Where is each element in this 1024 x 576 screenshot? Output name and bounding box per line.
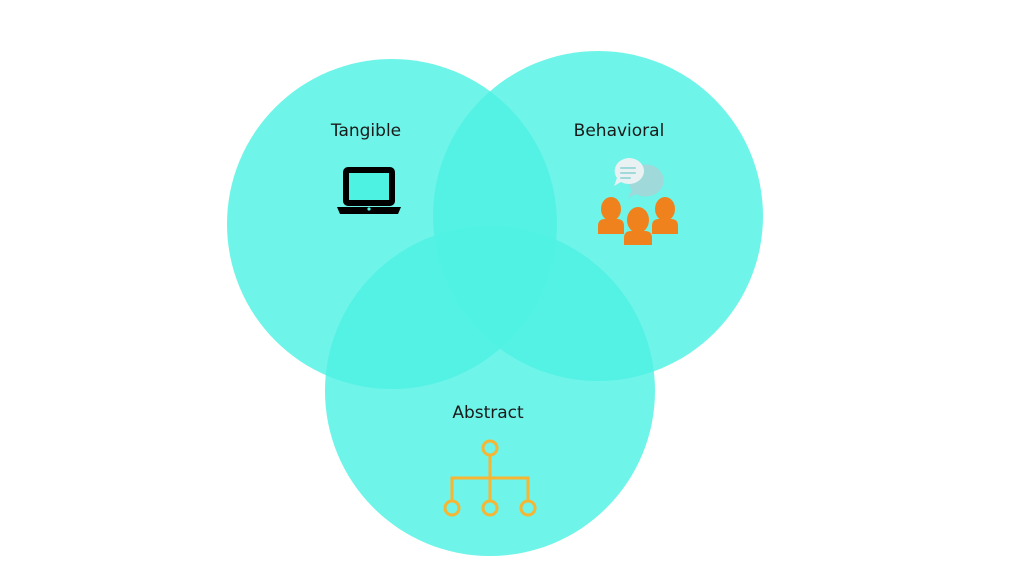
- label-behavioral: Behavioral: [574, 121, 665, 141]
- label-tangible: Tangible: [330, 121, 401, 141]
- people-chat-icon: [598, 158, 678, 245]
- person-icon: [652, 197, 678, 234]
- person-icon: [624, 207, 652, 245]
- label-abstract: Abstract: [452, 403, 524, 423]
- laptop-icon: [337, 167, 401, 214]
- person-icon: [598, 197, 624, 234]
- hierarchy-icon: [443, 439, 537, 517]
- circle-abstract: [325, 226, 655, 556]
- chat-bubble-icon: [614, 158, 664, 198]
